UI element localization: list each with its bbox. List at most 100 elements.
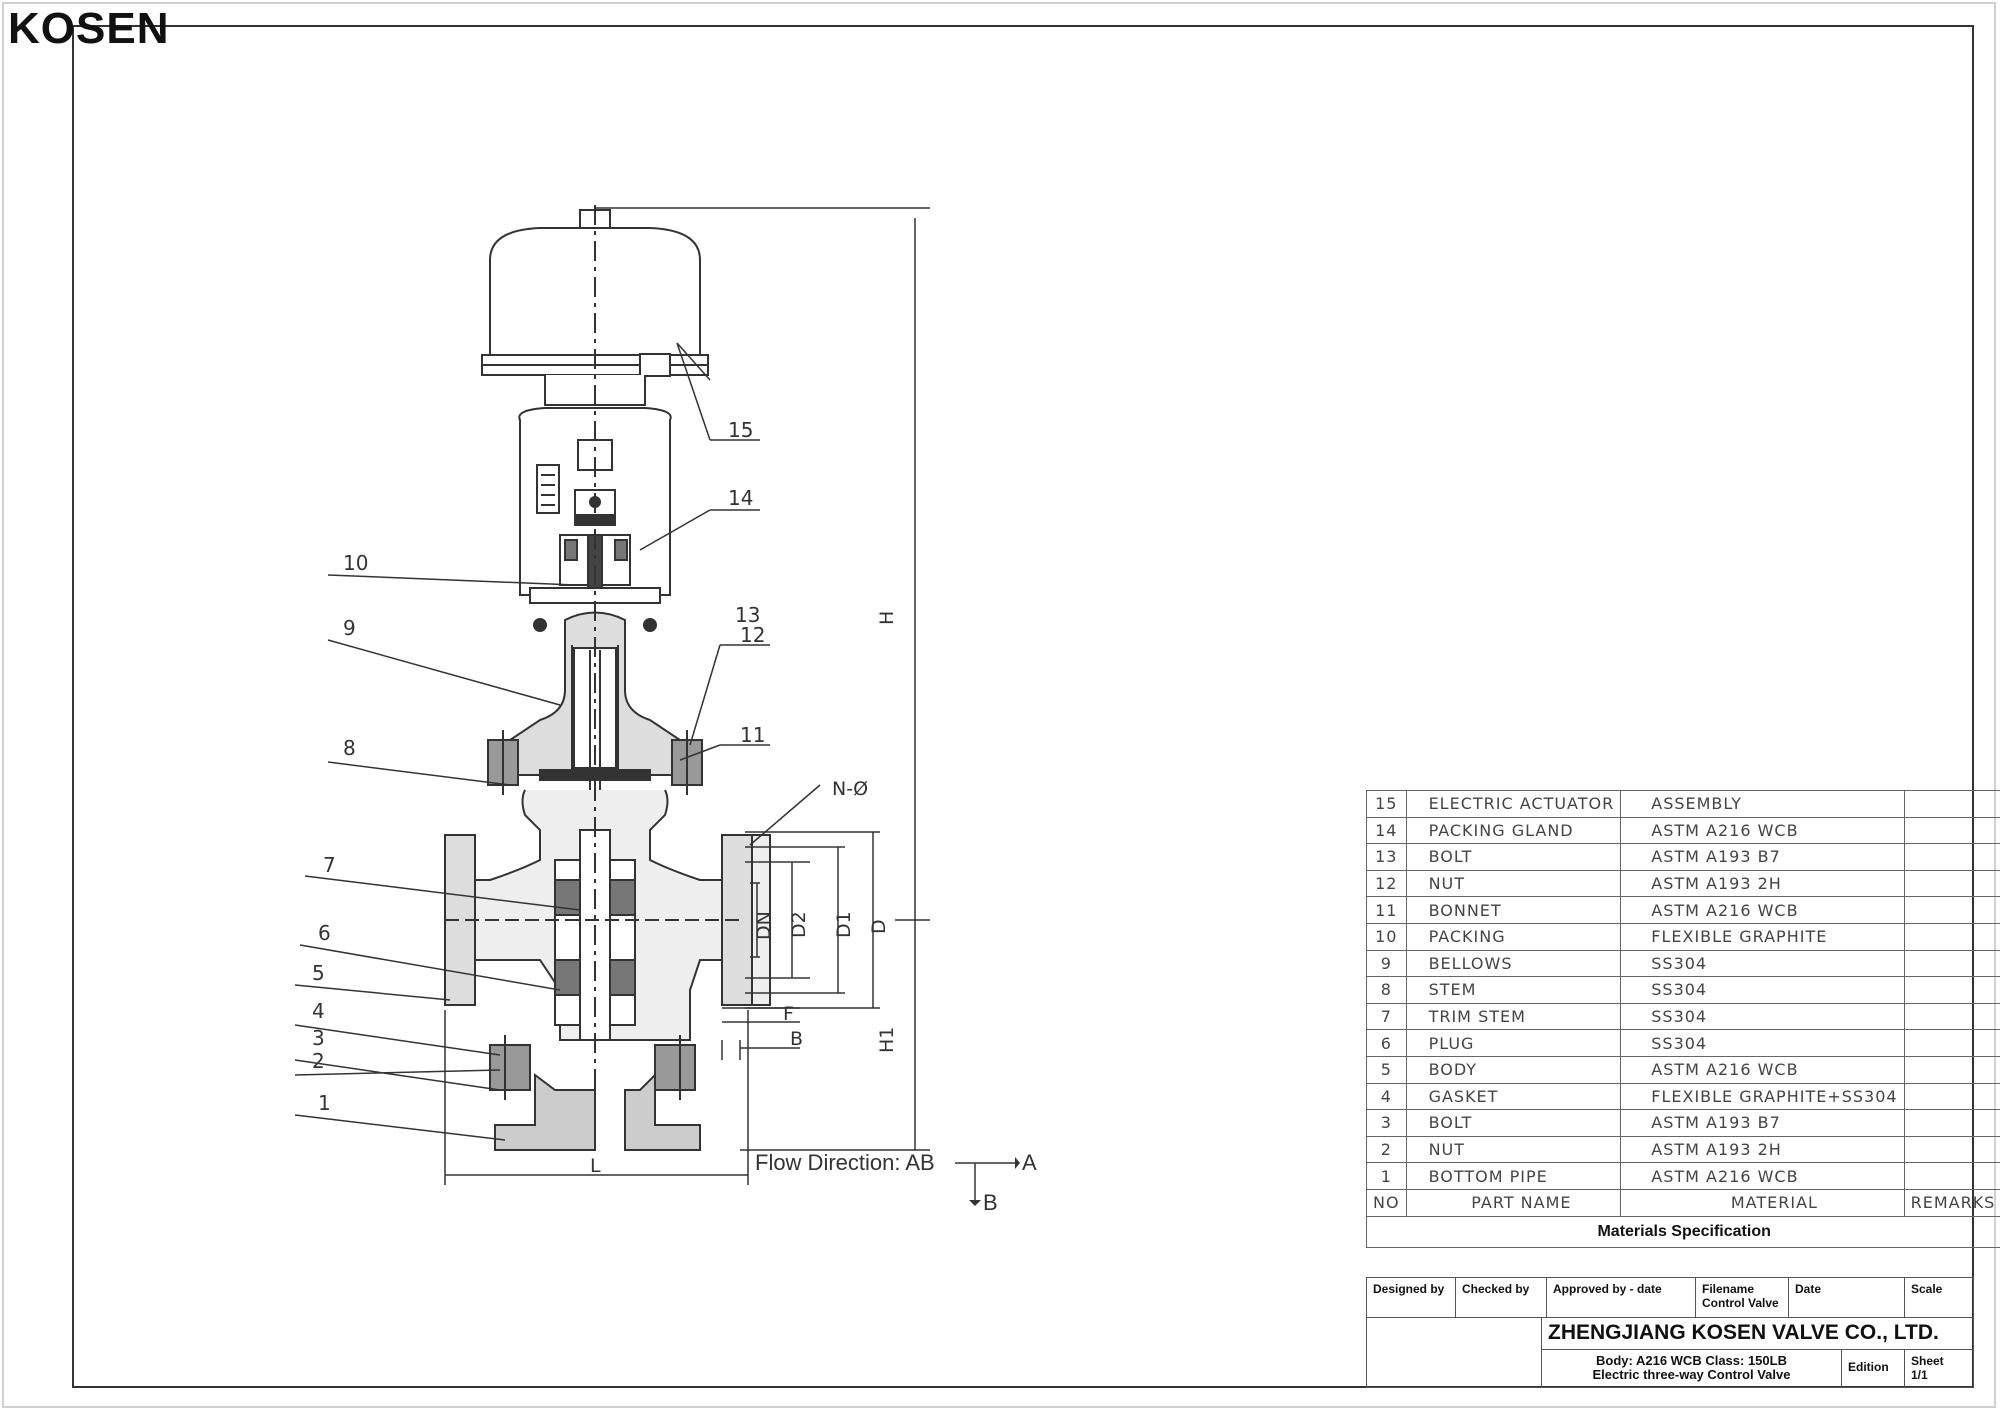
part-remarks xyxy=(1903,1109,2000,1137)
dim-D2: D2 xyxy=(788,911,810,938)
callout-10: 10 xyxy=(343,551,368,575)
leader-lines xyxy=(294,342,1015,1200)
callout-15: 15 xyxy=(728,418,753,442)
header-part-name: PART NAME xyxy=(1405,1188,1622,1217)
materials-caption: Materials Specification xyxy=(1365,1215,2000,1248)
part-name: BOLT xyxy=(1405,1109,1622,1137)
part-material: ASTM A193 2H xyxy=(1620,1135,1905,1164)
dim-N-phi: N-Ø xyxy=(832,778,868,800)
part-name: BELLOWS xyxy=(1405,949,1622,978)
part-remarks xyxy=(1903,922,2000,951)
callout-2: 2 xyxy=(312,1049,325,1073)
part-no: 8 xyxy=(1366,976,1407,1004)
callout-1: 1 xyxy=(318,1091,331,1115)
callout-3: 3 xyxy=(312,1026,325,1050)
part-name: PACKING xyxy=(1405,922,1622,951)
header-no: NO xyxy=(1366,1188,1407,1217)
header-remarks: REMARKS xyxy=(1903,1188,2000,1217)
edition-cell: Edition xyxy=(1841,1349,1905,1388)
part-remarks xyxy=(1903,976,2000,1004)
part-name: BOLT xyxy=(1405,843,1622,871)
callout-11: 11 xyxy=(740,723,765,747)
part-material: FLEXIBLE GRAPHITE xyxy=(1620,922,1905,951)
part-material: ASTM A193 2H xyxy=(1620,869,1905,898)
part-no: 11 xyxy=(1366,896,1407,924)
parts-header-row: NO PART NAME MATERIAL REMARKS xyxy=(1366,1188,2000,1217)
part-remarks xyxy=(1903,1029,2000,1057)
callout-9: 9 xyxy=(343,616,356,640)
part-name: BONNET xyxy=(1405,896,1622,924)
part-name: ELECTRIC ACTUATOR xyxy=(1405,790,1622,818)
part-no: 13 xyxy=(1366,843,1407,871)
blank-cell xyxy=(1366,1317,1542,1388)
part-no: 7 xyxy=(1366,1002,1407,1031)
bottom-pipe xyxy=(489,1035,701,1151)
part-no: 4 xyxy=(1366,1082,1407,1111)
arrow-b-icon xyxy=(969,1200,981,1206)
dim-H1: H1 xyxy=(876,1027,898,1053)
part-material: SS304 xyxy=(1620,1029,1905,1057)
filename-value: Control Valve xyxy=(1702,1296,1779,1310)
checked-by-cell: Checked by xyxy=(1455,1277,1547,1318)
drawing-frame xyxy=(72,25,1974,1388)
part-name: BODY xyxy=(1405,1055,1622,1084)
callout-4: 4 xyxy=(312,999,325,1023)
header-material: MATERIAL xyxy=(1620,1188,1905,1217)
flow-port-b: B xyxy=(983,1190,998,1215)
dim-B: B xyxy=(790,1028,803,1050)
callout-12: 12 xyxy=(740,623,765,647)
part-remarks xyxy=(1903,1055,2000,1084)
dim-D1: D1 xyxy=(833,911,855,938)
part-no: 6 xyxy=(1366,1029,1407,1057)
part-remarks xyxy=(1903,1082,2000,1111)
sheet-cell: Sheet 1/1 xyxy=(1904,1349,1974,1388)
part-name: PACKING GLAND xyxy=(1405,816,1622,845)
company-name: ZHENGJIANG KOSEN VALVE CO., LTD. xyxy=(1541,1317,1974,1350)
part-no: 2 xyxy=(1366,1135,1407,1164)
filename-cell: Filename Control Valve xyxy=(1695,1277,1789,1318)
title-block: Designed by Checked by Approved by - dat… xyxy=(1366,1277,1974,1388)
part-remarks xyxy=(1903,790,2000,818)
part-no: 1 xyxy=(1366,1162,1407,1190)
part-no: 10 xyxy=(1366,922,1407,951)
filename-label: Filename xyxy=(1702,1282,1755,1296)
part-no: 14 xyxy=(1366,816,1407,845)
part-material: SS304 xyxy=(1620,976,1905,1004)
part-no: 9 xyxy=(1366,949,1407,978)
part-no: 3 xyxy=(1366,1109,1407,1137)
part-material: ASTM A193 B7 xyxy=(1620,1109,1905,1137)
part-name: TRIM STEM xyxy=(1405,1002,1622,1031)
kosen-logo: KOSEN xyxy=(8,4,170,53)
part-remarks xyxy=(1903,843,2000,871)
product-name: Electric three-way Control Valve xyxy=(1592,1367,1791,1382)
sheet-value: 1/1 xyxy=(1911,1368,1928,1382)
part-material: ASTM A216 WCB xyxy=(1620,816,1905,845)
date-cell: Date xyxy=(1788,1277,1905,1318)
dimension-lines xyxy=(444,207,930,1185)
sheet-label: Sheet xyxy=(1911,1354,1944,1368)
part-material: ASTM A216 WCB xyxy=(1620,896,1905,924)
part-remarks xyxy=(1903,1162,2000,1190)
part-material: SS304 xyxy=(1620,1002,1905,1031)
part-no: 5 xyxy=(1366,1055,1407,1084)
part-name: BOTTOM PIPE xyxy=(1405,1162,1622,1190)
arrow-a-icon xyxy=(1015,1157,1020,1169)
callout-8: 8 xyxy=(343,736,356,760)
dim-L: L xyxy=(590,1155,601,1177)
